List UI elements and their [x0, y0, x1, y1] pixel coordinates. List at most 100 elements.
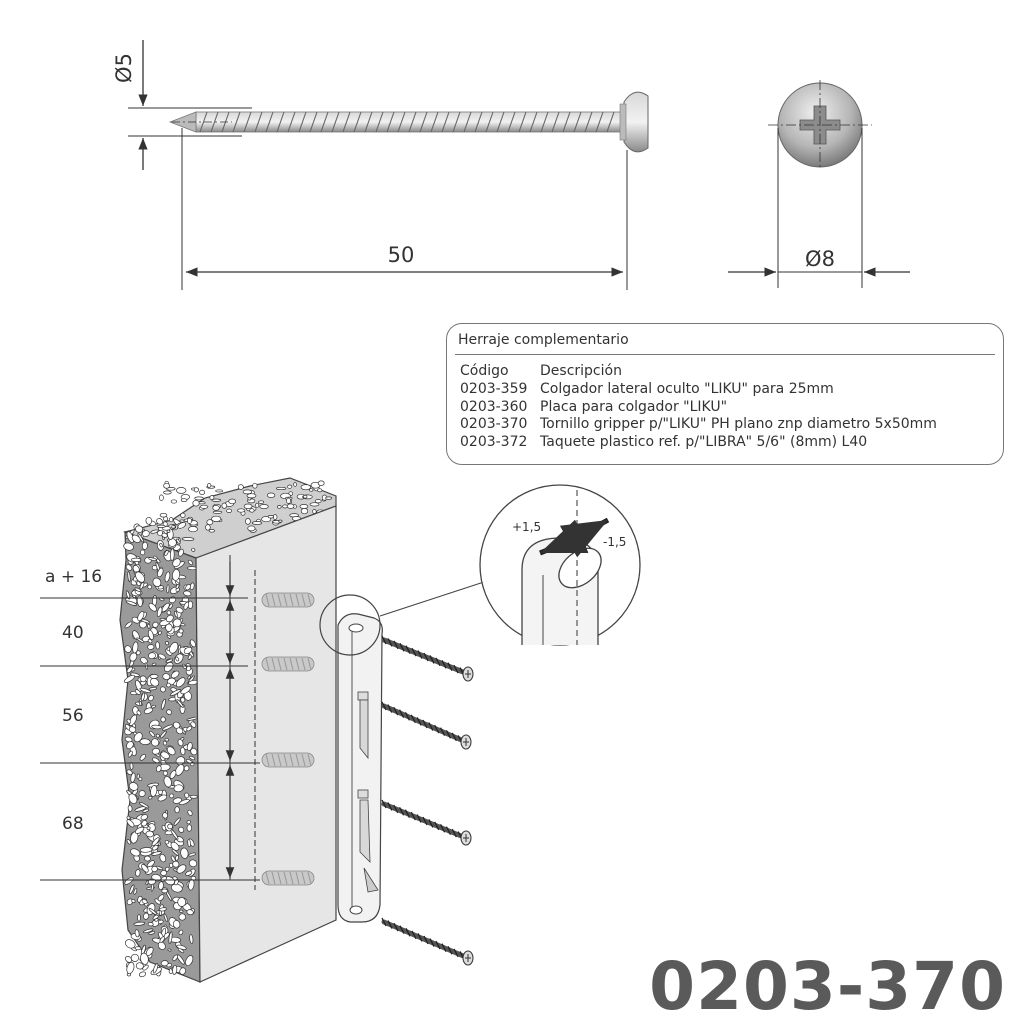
- board-speckle: [164, 662, 174, 672]
- thread-line: [265, 111, 274, 133]
- board-speckle: [134, 587, 142, 592]
- product-code: 0203-370: [649, 948, 1006, 1025]
- detail-callout: +1,5 -1,5: [319, 484, 641, 656]
- dowel-rib: [277, 871, 282, 885]
- thread-line: [408, 111, 417, 133]
- board-speckle: [175, 656, 180, 662]
- dowel-rib: [307, 753, 312, 767]
- screw-cross: [465, 954, 471, 962]
- dowel: [261, 656, 315, 672]
- dowel-rib: [283, 593, 288, 607]
- shank-diameter-label: Ø5: [112, 53, 136, 83]
- board-speckle: [130, 848, 141, 857]
- thread-line: [364, 111, 373, 133]
- board-speckle: [161, 888, 168, 894]
- board-speckle: [228, 498, 237, 505]
- board-speckle: [130, 772, 136, 783]
- thread-line: [243, 111, 252, 133]
- board-speckle: [163, 482, 170, 489]
- screw-thread: [422, 719, 428, 729]
- board-speckle: [164, 571, 171, 583]
- board-speckle: [124, 939, 136, 949]
- screw-thread: [381, 635, 387, 645]
- screw-thread: [405, 645, 411, 655]
- thread-line: [199, 111, 208, 133]
- board-speckle: [142, 808, 149, 813]
- board-speckle: [226, 508, 233, 513]
- thread-line: [287, 111, 296, 133]
- board-speckle: [175, 607, 184, 614]
- board-speckle: [278, 519, 283, 523]
- board-speckle: [183, 601, 190, 610]
- screw-thread: [429, 938, 435, 947]
- board-speckle: [189, 934, 194, 944]
- board-speckle: [168, 517, 174, 523]
- screw-thread: [381, 917, 387, 927]
- board-speckle: [143, 707, 154, 714]
- screw-thread: [435, 657, 441, 667]
- dowel: [261, 870, 315, 886]
- board-speckle: [174, 610, 178, 618]
- board-speckle: [128, 726, 137, 733]
- board-speckle: [173, 817, 181, 826]
- board-speckle: [286, 503, 295, 509]
- particle-board-panel: [119, 477, 337, 983]
- board-speckle: [314, 499, 322, 504]
- board-speckle: [273, 514, 278, 520]
- board-speckle: [184, 792, 190, 799]
- board-speckle: [138, 790, 146, 798]
- board-speckle: [158, 653, 166, 660]
- board-speckle: [151, 748, 160, 755]
- board-speckle: [124, 877, 134, 885]
- board-speckle: [125, 956, 132, 963]
- dowel-rib: [265, 871, 270, 885]
- board-speckle: [164, 738, 170, 742]
- board-speckle: [211, 515, 222, 522]
- board-speckle: [165, 658, 174, 663]
- board-speckle: [160, 716, 166, 723]
- row-description: Colgador lateral oculto "LIKU" para 25mm: [540, 381, 834, 397]
- board-speckle: [170, 829, 179, 840]
- board-speckle: [139, 687, 152, 693]
- dowel-rib: [295, 657, 300, 671]
- row-description: Taquete plastico ref. p/"LIBRA" 5/6" (8m…: [540, 433, 868, 450]
- thread-line: [529, 111, 538, 133]
- board-speckle: [188, 879, 195, 891]
- board-speckle: [149, 674, 159, 679]
- screw-thread: [423, 652, 429, 662]
- dowel-rib: [289, 593, 294, 607]
- board-speckle: [149, 730, 155, 738]
- thread-line: [342, 111, 351, 133]
- board-speckle: [215, 489, 224, 493]
- board-speckle: [177, 738, 184, 747]
- board-speckle: [165, 866, 170, 872]
- board-speckle: [178, 799, 190, 805]
- board-speckle: [151, 724, 162, 730]
- screw-thread: [447, 945, 453, 955]
- board-speckle: [147, 922, 154, 927]
- dowel-rib: [271, 593, 276, 607]
- board-speckle: [130, 953, 139, 962]
- screw-thread: [393, 640, 399, 650]
- screw-head-view: [768, 80, 872, 170]
- board-speckle: [156, 518, 164, 525]
- board-speckle: [160, 870, 168, 876]
- dowel-rib: [301, 593, 306, 607]
- board-speckle: [157, 941, 166, 950]
- board-speckle: [181, 537, 195, 541]
- board-speckle: [141, 541, 148, 550]
- row-code: 0203-372: [460, 433, 528, 450]
- board-speckle: [185, 955, 194, 967]
- board-speckle: [133, 732, 143, 743]
- screw-thread: [445, 729, 452, 739]
- board-speckle: [275, 486, 287, 491]
- board-speckle: [183, 646, 193, 655]
- board-speckle: [245, 518, 251, 525]
- board-speckle: [158, 907, 167, 912]
- board-speckle: [180, 847, 189, 859]
- screw-thread: [404, 711, 411, 721]
- board-speckle: [131, 898, 136, 904]
- board-speckle: [178, 909, 184, 913]
- board-speckle: [192, 499, 200, 507]
- board-speckle: [158, 919, 164, 925]
